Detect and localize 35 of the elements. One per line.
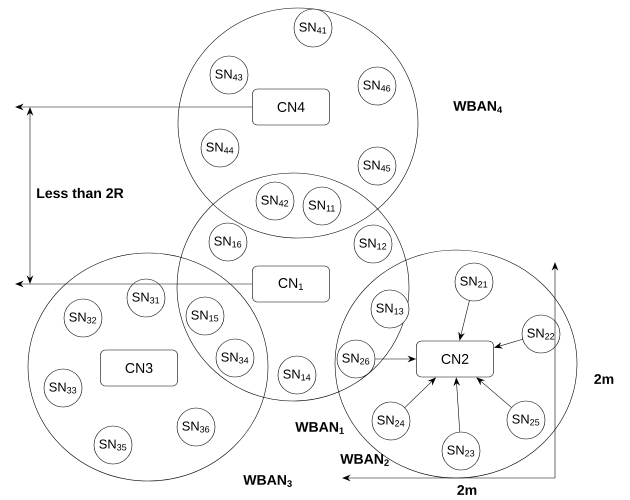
sensor-node: SN$_{44}$: [200, 128, 240, 168]
sensor-node: SN$_{25}$: [506, 400, 546, 440]
wban-label: WBAN$_{4}$: [453, 101, 502, 113]
sensor-node: SN$_{41}$: [294, 8, 332, 48]
sensor-node: SN$_{35}$: [94, 426, 132, 464]
sensor-node: SN$_{26}$: [336, 340, 376, 378]
wban-label: WBAN$_{1}$: [295, 422, 344, 434]
wban-label: WBAN$_{3}$: [243, 475, 292, 487]
sensor-node: SN$_{23}$: [442, 432, 480, 470]
wban-label: WBAN$_{2}$: [340, 454, 389, 466]
dimension-label: 2m: [594, 374, 614, 384]
sensor-node: SN$_{22}$: [522, 314, 560, 354]
sensor-node: SN$_{45}$: [358, 146, 396, 186]
sensor-node: SN$_{36}$: [176, 408, 216, 446]
sensor-node: SN$_{24}$: [372, 402, 410, 440]
sensor-node: SN$_{13}$: [370, 290, 410, 328]
sensor-node: SN$_{21}$: [454, 262, 494, 302]
sensor-node: SN$_{34}$: [216, 338, 254, 378]
sensor-node: SN$_{33}$: [44, 368, 82, 408]
sensor-node: SN$_{15}$: [186, 296, 224, 336]
sensor-node: SN$_{11}$: [302, 186, 342, 226]
sensor-node: SN$_{31}$: [126, 278, 166, 318]
sensor-node: SN$_{16}$: [208, 222, 248, 262]
coordinator-box: CN4: [252, 88, 330, 126]
sensor-node: SN$_{46}$: [358, 66, 396, 106]
dimension-label: Less than 2R: [37, 188, 124, 198]
coordinator-box: CN2: [416, 340, 494, 378]
sensor-node: SN$_{43}$: [210, 56, 248, 94]
sensor-node: SN$_{14}$: [278, 356, 316, 394]
dimension-label: 2m: [457, 485, 476, 495]
coordinator-box: CN3: [100, 350, 178, 386]
sensor-node: SN$_{32}$: [64, 298, 102, 338]
sensor-node: SN$_{42}$: [256, 182, 294, 220]
sensor-node: SN$_{12}$: [354, 224, 392, 264]
coordinator-box: CN$_{1}$: [252, 266, 330, 302]
